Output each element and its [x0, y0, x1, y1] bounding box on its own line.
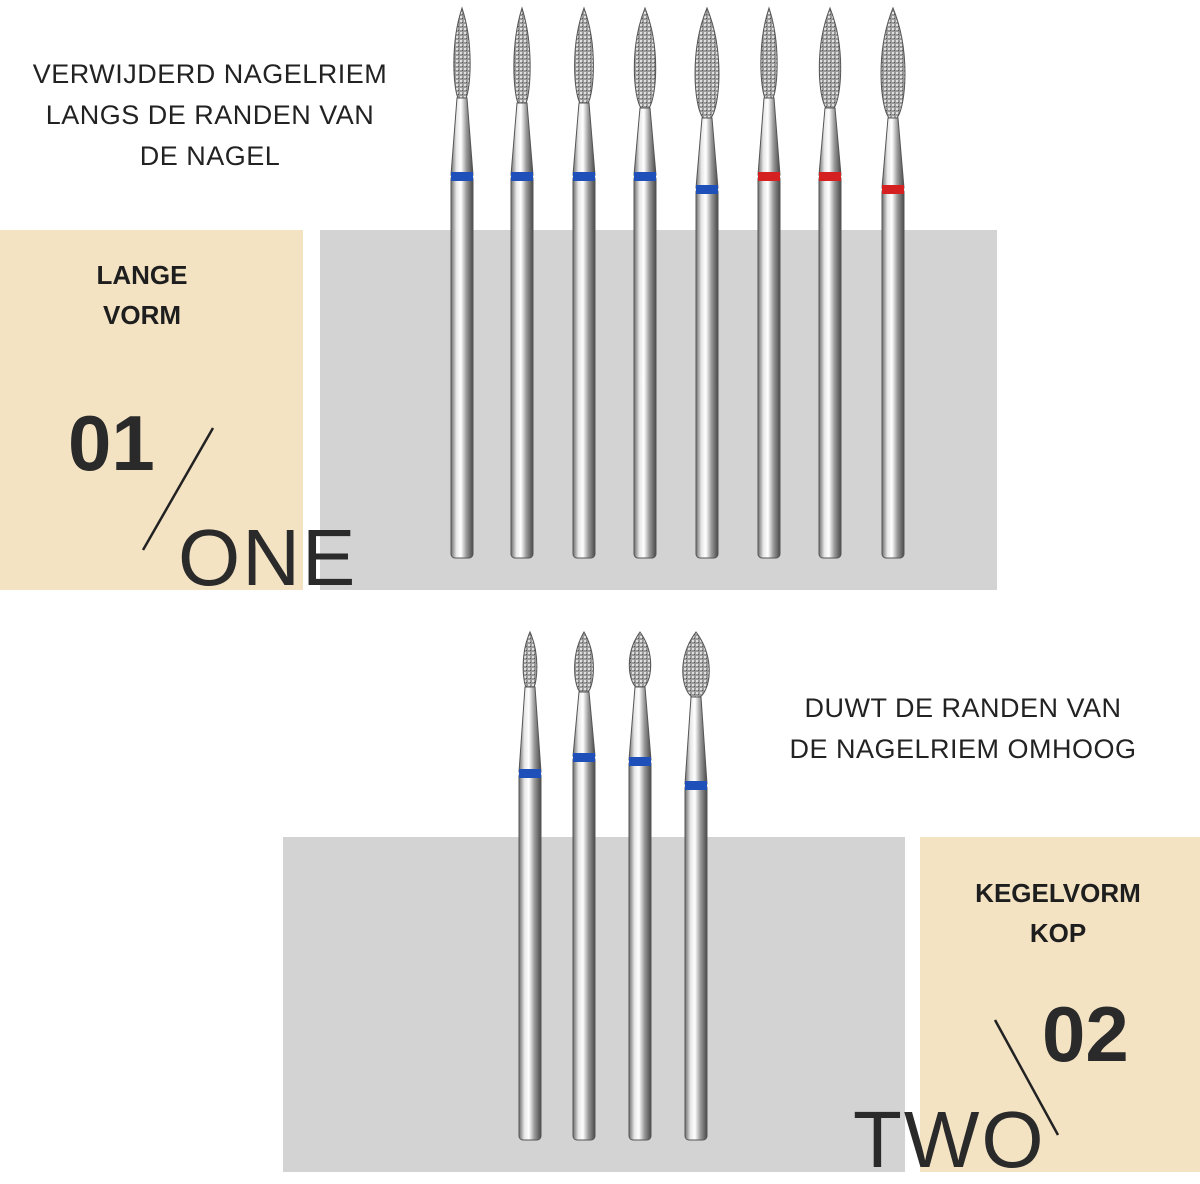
bit-neck: [572, 102, 596, 176]
bit-color-band: [819, 172, 841, 181]
bit-diamond-head: [682, 631, 710, 698]
bit-shaft: [633, 174, 657, 559]
drill-bit: [572, 6, 596, 559]
bit-neck: [684, 696, 708, 785]
bit-color-band: [511, 172, 533, 181]
bit-shaft: [510, 174, 534, 559]
bit-neck: [628, 686, 652, 761]
description-line: DE NAGEL: [139, 141, 281, 171]
bit-diamond-head: [513, 6, 531, 104]
bit-shaft: [818, 174, 842, 559]
section-two-label: KEGELVORM KOP: [958, 873, 1158, 953]
bit-neck: [450, 97, 474, 176]
label-line: KOP: [1029, 918, 1087, 948]
bit-color-band: [629, 757, 651, 766]
bit-color-band: [758, 172, 780, 181]
section-two-description: DUWT DE RANDEN VAN DE NAGELRIEM OMHOOG: [763, 688, 1163, 770]
section-one-label: LANGE VORM: [42, 255, 242, 335]
bit-neck: [881, 117, 905, 189]
bit-diamond-head: [818, 6, 842, 109]
bit-neck: [633, 107, 657, 176]
bit-neck: [510, 102, 534, 176]
drill-bit: [818, 6, 842, 559]
section-one-word: ONE: [178, 513, 358, 602]
bit-neck: [695, 117, 719, 189]
label-line: KEGELVORM: [975, 878, 1141, 908]
drill-bit: [572, 631, 596, 1141]
section-two-beige-panel: [920, 837, 1200, 1172]
bit-neck: [518, 686, 542, 773]
section-one-description: VERWIJDERD NAGELRIEM LANGS DE RANDEN VAN…: [10, 54, 410, 177]
bit-neck: [757, 97, 781, 176]
drill-bit: [633, 6, 657, 559]
bit-color-band: [685, 781, 707, 790]
bit-shaft: [684, 783, 708, 1141]
bit-diamond-head: [694, 6, 720, 119]
bit-color-band: [696, 185, 718, 194]
bit-diamond-head: [760, 6, 778, 99]
description-line: VERWIJDERD NAGELRIEM: [32, 59, 388, 89]
bit-shaft: [757, 174, 781, 559]
bit-diamond-head: [574, 6, 594, 104]
drill-bit: [682, 631, 710, 1141]
description-line: LANGS DE RANDEN VAN: [45, 100, 375, 130]
bit-neck: [818, 107, 842, 176]
bit-shaft: [881, 187, 905, 559]
drill-bit: [757, 6, 781, 559]
slash-divider-one: [141, 427, 215, 551]
bit-diamond-head: [453, 6, 471, 99]
description-line: DUWT DE RANDEN VAN: [804, 693, 1122, 723]
bit-diamond-head: [574, 631, 594, 693]
bit-diamond-head: [633, 6, 657, 109]
section-two-number: 02: [1042, 990, 1129, 1078]
bit-shaft: [628, 759, 652, 1141]
label-line: LANGE: [96, 260, 188, 290]
section-one-beige-panel: [0, 230, 303, 590]
bit-diamond-head: [522, 630, 538, 688]
drill-bit: [694, 6, 720, 559]
slash-divider-two: [993, 1019, 1060, 1136]
section-one-number: 01: [68, 399, 155, 487]
label-line: VORM: [103, 300, 181, 330]
bit-shaft: [572, 174, 596, 559]
bit-color-band: [882, 185, 904, 194]
bit-shaft: [450, 174, 474, 559]
bit-shaft: [572, 755, 596, 1141]
bit-diamond-head: [628, 631, 652, 688]
bit-neck: [572, 691, 596, 757]
bit-diamond-head: [880, 6, 906, 119]
drill-bit: [880, 6, 906, 559]
drill-bit: [628, 631, 652, 1141]
bit-shaft: [518, 771, 542, 1141]
bit-shaft: [695, 187, 719, 559]
drill-bit: [450, 6, 474, 559]
bit-color-band: [519, 769, 541, 778]
bit-color-band: [573, 753, 595, 762]
section-two-word: TWO: [853, 1095, 1046, 1184]
bit-color-band: [573, 172, 595, 181]
bit-color-band: [634, 172, 656, 181]
drill-bit: [518, 630, 542, 1141]
drill-bit: [510, 6, 534, 559]
description-line: DE NAGELRIEM OMHOOG: [789, 734, 1137, 764]
bit-color-band: [451, 172, 473, 181]
